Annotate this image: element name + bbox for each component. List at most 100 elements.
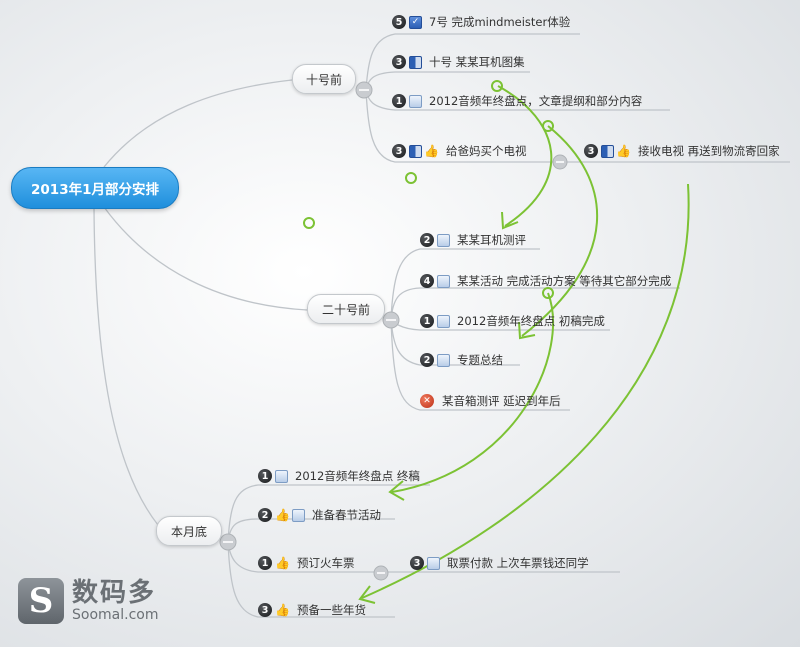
topic-label: 某某耳机测评 bbox=[457, 233, 526, 247]
topic-b3-1[interactable]: 1 2012音频年终盘点 终稿 bbox=[258, 466, 420, 486]
connector-root-b1 bbox=[103, 79, 293, 168]
task-checked-icon: ✓ bbox=[409, 15, 422, 29]
link-anchor bbox=[542, 120, 554, 132]
task-half-icon bbox=[409, 144, 422, 158]
topic-b2-2[interactable]: 4 某某活动 完成活动方案 等待其它部分完成 bbox=[420, 271, 671, 291]
topic-b2-4[interactable]: 2 专题总结 bbox=[420, 350, 503, 370]
link-anchors bbox=[303, 80, 554, 299]
link-arrow-3 bbox=[391, 292, 554, 493]
relationship-links bbox=[358, 85, 690, 604]
priority-icon: 3 bbox=[392, 144, 406, 158]
task-empty-icon bbox=[437, 314, 450, 328]
task-half-icon bbox=[601, 144, 614, 158]
topic-label: 某音箱测评 延迟到年后 bbox=[442, 394, 561, 408]
priority-icon: 4 bbox=[420, 274, 434, 288]
task-empty-icon bbox=[291, 508, 305, 522]
task-empty-icon bbox=[437, 274, 450, 288]
topic-b1-1[interactable]: 5 ✓ 7号 完成mindmeister体验 bbox=[392, 12, 570, 32]
topic-label: 接收电视 再送到物流寄回家 bbox=[637, 144, 780, 158]
topic-b2-3[interactable]: 1 2012音频年终盘点 初稿完成 bbox=[420, 311, 605, 331]
thumbs-up-icon: 👍 bbox=[616, 144, 631, 158]
thumbs-up-icon: 👍 bbox=[275, 603, 290, 617]
connector-b2-1 bbox=[390, 248, 540, 320]
topic-label: 2012音频年终盘点，文章提纲和部分内容 bbox=[429, 94, 643, 108]
priority-icon: 3 bbox=[410, 556, 424, 570]
topic-label: 2012音频年终盘点 终稿 bbox=[295, 469, 420, 483]
topic-b3-2[interactable]: 2 👍 准备春节活动 bbox=[258, 505, 381, 525]
topic-label: 十号 某某耳机图集 bbox=[429, 55, 525, 69]
branch-topic-b2[interactable]: 二十号前 bbox=[307, 294, 385, 324]
branch-topic-b3[interactable]: 本月底 bbox=[156, 516, 222, 546]
topic-b3-4[interactable]: 3 👍 预备一些年货 bbox=[258, 600, 366, 620]
watermark-cn: 数码多 bbox=[72, 578, 157, 608]
priority-icon: 5 bbox=[392, 15, 406, 29]
topic-label: 预订火车票 bbox=[296, 556, 355, 570]
soomal-logo-icon: S bbox=[18, 578, 64, 624]
priority-icon: 3 bbox=[258, 603, 272, 617]
connector-b2-5 bbox=[390, 318, 570, 411]
collapse-toggle-b3[interactable] bbox=[219, 533, 237, 551]
collapse-toggle-b3-3[interactable] bbox=[373, 565, 389, 581]
thumbs-up-icon: 👍 bbox=[424, 144, 439, 158]
priority-icon: 1 bbox=[420, 314, 434, 328]
collapse-toggle-b1[interactable] bbox=[355, 81, 373, 99]
topic-label: 预备一些年货 bbox=[296, 603, 366, 617]
topic-label: 给爸妈买个电视 bbox=[445, 144, 527, 158]
link-anchor bbox=[542, 287, 554, 299]
topic-b1-4[interactable]: 3 👍 给爸妈买个电视 bbox=[392, 141, 526, 161]
link-arrow-1 bbox=[497, 85, 553, 227]
link-arrow-3-head bbox=[388, 480, 405, 501]
task-empty-icon bbox=[427, 556, 440, 570]
topic-b2-5[interactable]: ✕ 某音箱测评 延迟到年后 bbox=[420, 391, 561, 411]
priority-icon: 2 bbox=[420, 353, 434, 367]
priority-icon: 3 bbox=[392, 55, 406, 69]
connector-b3-1 bbox=[227, 484, 430, 543]
collapse-toggles bbox=[219, 81, 568, 581]
link-arrow-2 bbox=[521, 125, 598, 337]
task-empty-icon bbox=[437, 353, 450, 367]
collapse-toggle-b2[interactable] bbox=[382, 311, 400, 329]
priority-icon: 3 bbox=[584, 144, 598, 158]
topic-label: 专题总结 bbox=[457, 353, 503, 367]
thumbs-up-icon: 👍 bbox=[275, 556, 290, 570]
topic-label: 某某活动 完成活动方案 等待其它部分完成 bbox=[457, 274, 672, 288]
priority-icon: 1 bbox=[258, 556, 272, 570]
root-topic[interactable]: 2013年1月部分安排 bbox=[11, 167, 179, 209]
connector-b1-1 bbox=[365, 33, 580, 91]
connector-root-b2 bbox=[103, 206, 308, 311]
thumbs-up-icon: 👍 bbox=[275, 508, 290, 522]
link-arrow-4-head bbox=[358, 585, 376, 604]
connector-b1-4 bbox=[365, 89, 790, 163]
watermark-en: Soomal.com bbox=[72, 607, 159, 623]
task-half-icon bbox=[409, 55, 422, 69]
topic-label: 7号 完成mindmeister体验 bbox=[429, 15, 571, 29]
priority-icon: 1 bbox=[392, 94, 406, 108]
link-arrow-1-head bbox=[501, 211, 519, 230]
watermark-logo: S 数码多 Soomal.com bbox=[18, 578, 158, 624]
link-anchor bbox=[491, 80, 503, 92]
priority-icon: 2 bbox=[420, 233, 434, 247]
connector-root-b3 bbox=[93, 206, 159, 526]
task-empty-icon bbox=[409, 94, 422, 108]
link-anchor bbox=[405, 172, 417, 184]
topic-b2-1[interactable]: 2 某某耳机测评 bbox=[420, 230, 526, 250]
link-arrow-2-head bbox=[518, 321, 536, 340]
priority-icon: 2 bbox=[258, 508, 272, 522]
task-empty-icon bbox=[275, 469, 288, 483]
watermark-text: 数码多 Soomal.com bbox=[72, 579, 158, 623]
connector-b3-4 bbox=[227, 541, 395, 618]
connector-b1-2 bbox=[365, 71, 530, 91]
collapse-toggle-b1-4[interactable] bbox=[552, 154, 568, 170]
topic-b3-3-1[interactable]: 3 取票付款 上次车票钱还同学 bbox=[410, 553, 589, 573]
topic-b3-3[interactable]: 1 👍 预订火车票 bbox=[258, 553, 354, 573]
topic-label: 准备春节活动 bbox=[311, 508, 381, 522]
link-anchor bbox=[303, 217, 315, 229]
branch-topic-b1[interactable]: 十号前 bbox=[292, 64, 356, 94]
task-empty-icon bbox=[437, 233, 450, 247]
topic-b1-3[interactable]: 1 2012音频年终盘点，文章提纲和部分内容 bbox=[392, 91, 642, 111]
topic-label: 2012音频年终盘点 初稿完成 bbox=[457, 314, 605, 328]
topic-b1-4-1[interactable]: 3 👍 接收电视 再送到物流寄回家 bbox=[584, 141, 780, 161]
cancel-icon: ✕ bbox=[420, 394, 434, 408]
topic-b1-2[interactable]: 3 十号 某某耳机图集 bbox=[392, 52, 525, 72]
topic-label: 取票付款 上次车票钱还同学 bbox=[447, 556, 589, 570]
